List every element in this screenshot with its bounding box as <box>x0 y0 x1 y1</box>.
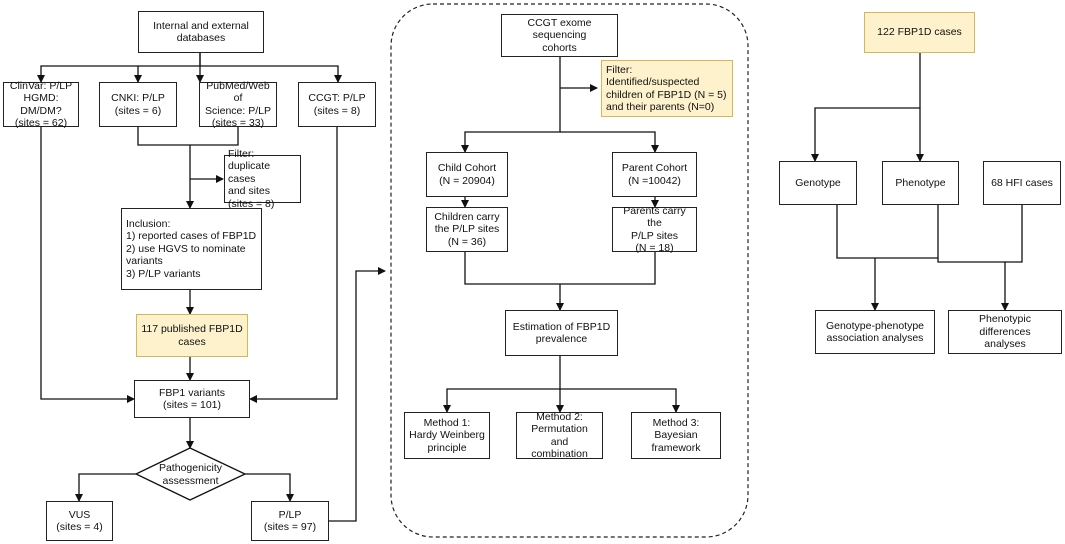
genotype-node: Genotype <box>779 161 857 205</box>
filter-duplicates-label: Filter: duplicate cases and sites (sites… <box>228 147 275 210</box>
filter-duplicates-node: Filter: duplicate cases and sites (sites… <box>224 148 301 210</box>
ccgt-db-label: CCGT: P/LP (sites = 8) <box>308 92 366 117</box>
vus-label: VUS (sites = 4) <box>56 508 103 534</box>
databases-node: Internal and external databases <box>138 11 264 53</box>
published-cases-node: 117 published FBP1D cases <box>136 314 248 357</box>
pheno-diff-node: Phenotypic differences analyses <box>948 310 1062 354</box>
inclusion-node: Inclusion: 1) reported cases of FBP1D 2)… <box>121 208 262 290</box>
children-carry-label: Children carry the P/LP sites (N = 36) <box>434 210 500 248</box>
filter-children-label: Filter: Identified/suspected children of… <box>606 63 727 114</box>
hfi-cases-label: 68 HFI cases <box>991 176 1053 189</box>
phenotype-node: Phenotype <box>882 161 959 205</box>
pheno-diff-label: Phenotypic differences analyses <box>979 313 1031 351</box>
plp-node: P/LP (sites = 97) <box>251 501 329 541</box>
method3-node: Method 3: Bayesian framework <box>631 412 721 459</box>
method2-node: Method 2: Permutation and combination <box>516 410 603 461</box>
clinvar-label: ClinVar: P/LP HGMD: DM/DM? (sites = 62) <box>9 79 73 130</box>
geno-pheno-label: Genotype-phenotype association analyses <box>825 319 925 345</box>
plp-label: P/LP (sites = 97) <box>263 508 317 534</box>
method1-label: Method 1: Hardy Weinberg principle <box>409 416 485 454</box>
published-cases-label: 117 published FBP1D cases <box>141 323 243 348</box>
ccgt-cohorts-node: CCGT exome sequencing cohorts <box>501 14 618 57</box>
fbp1d-cases-label: 122 FBP1D cases <box>877 26 962 39</box>
inclusion-label: Inclusion: 1) reported cases of FBP1D 2)… <box>126 217 257 280</box>
parent-cohort-label: Parent Cohort (N =10042) <box>621 162 688 187</box>
parents-carry-label: Parents carry the P/LP sites (N = 18) <box>623 204 686 255</box>
child-cohort-node: Child Cohort (N = 20904) <box>426 152 508 197</box>
clinvar-node: ClinVar: P/LP HGMD: DM/DM? (sites = 62) <box>3 79 79 130</box>
ccgt-cohorts-label: CCGT exome sequencing cohorts <box>527 16 592 54</box>
estimation-node: Estimation of FBP1D prevalence <box>505 310 618 356</box>
filter-children-node: Filter: Identified/suspected children of… <box>601 60 733 117</box>
pathogenicity-diamond <box>134 447 247 501</box>
ccgt-db-node: CCGT: P/LP (sites = 8) <box>298 82 376 127</box>
fbp1d-cases-node: 122 FBP1D cases <box>864 12 975 53</box>
children-carry-node: Children carry the P/LP sites (N = 36) <box>426 207 508 252</box>
child-cohort-label: Child Cohort (N = 20904) <box>437 162 497 187</box>
estimation-label: Estimation of FBP1D prevalence <box>512 320 611 346</box>
parent-cohort-node: Parent Cohort (N =10042) <box>612 152 697 197</box>
pubmed-node: PubMed/Web of Science: P/LP (sites = 33) <box>199 79 277 130</box>
geno-pheno-node: Genotype-phenotype association analyses <box>815 310 935 354</box>
cohort-dashed-container <box>390 3 749 538</box>
method1-node: Method 1: Hardy Weinberg principle <box>404 412 490 459</box>
pubmed-label: PubMed/Web of Science: P/LP (sites = 33) <box>205 79 271 130</box>
fbp1-variants-label: FBP1 variants (sites = 101) <box>159 386 225 412</box>
method3-label: Method 3: Bayesian framework <box>651 416 701 454</box>
hfi-cases-node: 68 HFI cases <box>983 161 1061 205</box>
parents-carry-node: Parents carry the P/LP sites (N = 18) <box>612 204 697 255</box>
genotype-label: Genotype <box>795 176 841 189</box>
method2-label: Method 2: Permutation and combination <box>531 410 588 461</box>
vus-node: VUS (sites = 4) <box>46 501 113 541</box>
databases-label: Internal and external databases <box>153 19 249 45</box>
cnki-node: CNKI: P/LP (sites = 6) <box>99 82 177 127</box>
cnki-label: CNKI: P/LP (sites = 6) <box>111 92 165 117</box>
fbp1-variants-node: FBP1 variants (sites = 101) <box>134 380 250 418</box>
pathogenicity-label: Pathogenicity assessment <box>158 462 223 487</box>
phenotype-label: Phenotype <box>895 176 946 189</box>
